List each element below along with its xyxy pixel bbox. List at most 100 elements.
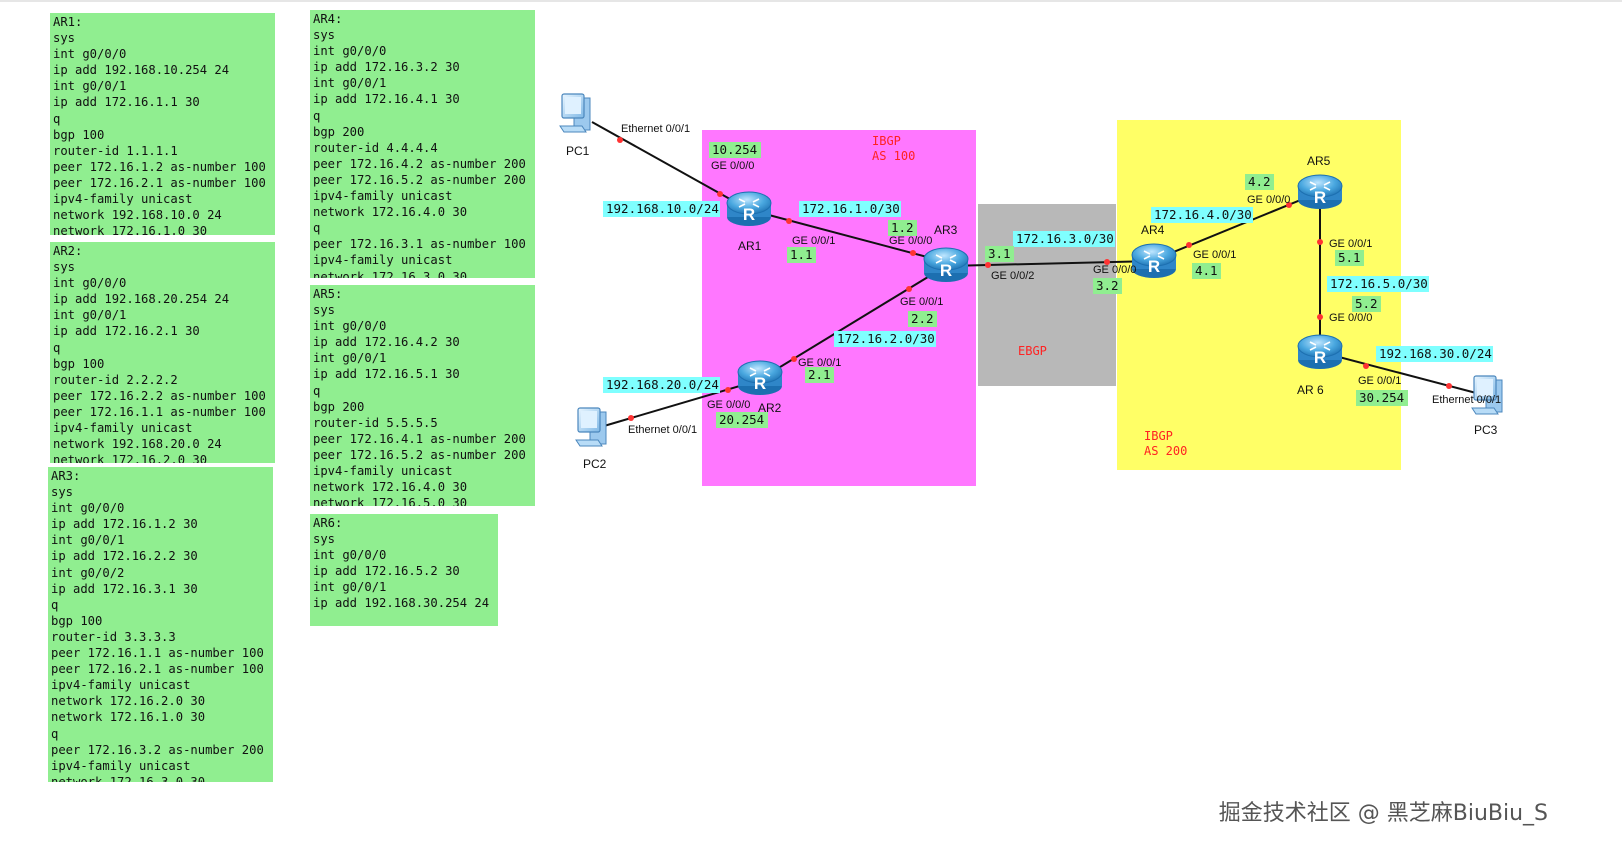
network-tag-172-16-3: 172.16.3.0/30 — [1013, 231, 1115, 247]
network-tag-text: 172.16.4.0/30 — [1154, 207, 1252, 222]
pc2-icon — [575, 407, 607, 447]
network-tag-172-16-1: 172.16.1.0/30 — [799, 201, 901, 217]
ar6-g1-label: GE 0/0/1 — [1358, 375, 1401, 387]
address-tag-text: 2.1 — [808, 367, 831, 382]
pc2-eth-label: Ethernet 0/0/1 — [628, 424, 697, 436]
port-ar3-g2 — [985, 262, 991, 268]
link-ar4-ar5 — [1153, 191, 1321, 261]
as100-zone-line1: IBGP — [872, 134, 901, 148]
network-tag-172-16-5: 172.16.5.0/30 — [1327, 276, 1429, 292]
pc1-icon — [559, 93, 591, 133]
config-note-ar3: AR3: sys int g0/0/0 ip add 172.16.1.2 30… — [48, 467, 273, 782]
network-tag-172-16-2: 172.16.2.0/30 — [834, 331, 936, 347]
port-ar6-g1 — [1363, 363, 1369, 369]
ar5-router-icon — [1297, 174, 1343, 210]
config-note-ar5: AR5: sys int g0/0/0 ip add 172.16.4.2 30… — [310, 285, 535, 506]
address-tag-text: 1.2 — [891, 220, 914, 235]
address-tag-ar5-g0: 4.2 — [1245, 174, 1274, 190]
network-tag-text: 192.168.20.0/24 — [606, 377, 719, 392]
port-ar3-g1 — [906, 286, 912, 292]
address-tag-text: 4.1 — [1195, 263, 1218, 278]
ar3-g0-label: GE 0/0/0 — [889, 235, 932, 247]
config-note-ar4: AR4: sys int g0/0/0 ip add 172.16.3.2 30… — [310, 10, 535, 278]
ar1-label: AR1 — [738, 239, 762, 253]
address-tag-ar3-g1: 2.2 — [908, 311, 937, 327]
config-note-ar2: AR2: sys int g0/0/0 ip add 192.168.20.25… — [50, 242, 275, 463]
network-tag-192-168-10: 192.168.10.0/24 — [603, 201, 720, 217]
ar2-router-icon — [737, 360, 783, 396]
network-tag-text: 172.16.1.0/30 — [802, 201, 900, 216]
as200-zone-label: IBGP AS 200 — [1144, 429, 1187, 458]
watermark: 掘金技术社区 @ 黑芝麻BiuBiu_S — [1218, 801, 1548, 826]
address-tag-ar6-g1: 30.254 — [1356, 390, 1408, 406]
network-tag-text: 172.16.5.0/30 — [1330, 276, 1428, 291]
pc2-label: PC2 — [583, 457, 607, 471]
ar1-g0-label: GE 0/0/0 — [711, 160, 754, 172]
ar6-router-icon — [1297, 334, 1343, 370]
pc1-eth-label: Ethernet 0/0/1 — [621, 123, 690, 135]
ar4-g1-label: GE 0/0/1 — [1193, 249, 1236, 261]
address-tag-text: 3.1 — [988, 246, 1011, 261]
port-ar2-g1 — [791, 356, 797, 362]
address-tag-ar6-g0: 5.2 — [1352, 296, 1381, 312]
address-tag-ar5-g1: 5.1 — [1335, 250, 1364, 266]
ar5-label: AR5 — [1307, 154, 1331, 168]
ar3-router-icon — [923, 247, 969, 283]
network-tag-text: 192.168.30.0/24 — [1379, 346, 1492, 361]
address-tag-text: 5.2 — [1355, 296, 1378, 311]
as100-zone — [702, 130, 976, 486]
ar3-g2-label: GE 0/0/2 — [991, 270, 1034, 282]
address-tag-ar2-g1: 2.1 — [805, 367, 834, 383]
address-tag-ar3-g2: 3.1 — [985, 246, 1014, 262]
port-pc2 — [628, 415, 634, 421]
config-note-ar1: AR1: sys int g0/0/0 ip add 192.168.10.25… — [50, 13, 275, 235]
address-tag-ar4-g1: 4.1 — [1192, 263, 1221, 279]
ar2-label: AR2 — [758, 401, 782, 415]
network-tag-text: 172.16.3.0/30 — [1016, 231, 1114, 246]
ar6-label: AR 6 — [1297, 383, 1324, 397]
address-tag-text: 20.254 — [719, 412, 764, 427]
network-tag-text: 172.16.2.0/30 — [837, 331, 935, 346]
ar1-g1-label: GE 0/0/1 — [792, 235, 835, 247]
ar5-g1-label: GE 0/0/1 — [1329, 238, 1372, 250]
port-ar1-g0 — [717, 191, 723, 197]
port-pc1 — [617, 137, 623, 143]
port-ar6-g0 — [1317, 314, 1323, 320]
ar4-router-icon — [1131, 243, 1177, 279]
pc3-label: PC3 — [1474, 423, 1498, 437]
ar5-g0-label: GE 0/0/0 — [1247, 194, 1290, 206]
port-ar4-g1 — [1186, 242, 1192, 248]
address-tag-text: 5.1 — [1338, 250, 1361, 265]
port-ar2-g0 — [725, 387, 731, 393]
network-tag-text: 192.168.10.0/24 — [606, 201, 719, 216]
ebgp-zone-label: EBGP — [1018, 344, 1047, 358]
top-divider — [0, 0, 1622, 2]
ar3-label: AR3 — [934, 223, 958, 237]
network-tag-192-168-30: 192.168.30.0/24 — [1376, 346, 1493, 362]
ar4-label: AR4 — [1141, 223, 1165, 237]
as100-zone-line2: AS 100 — [872, 149, 915, 163]
address-tag-ar3-g0: 1.2 — [888, 220, 917, 236]
as200-zone — [1117, 120, 1401, 470]
address-tag-text: 1.1 — [790, 247, 813, 262]
ar3-g1-label: GE 0/0/1 — [900, 296, 943, 308]
config-note-ar6: AR6: sys int g0/0/0 ip add 172.16.5.2 30… — [310, 514, 498, 626]
address-tag-text: 3.2 — [1096, 278, 1119, 293]
port-pc3 — [1446, 383, 1452, 389]
port-ar5-g0 — [1286, 202, 1292, 208]
as200-zone-line1: IBGP — [1144, 429, 1173, 443]
address-tag-ar4-g0: 3.2 — [1093, 278, 1122, 294]
ar2-g1-label: GE 0/0/1 — [798, 357, 841, 369]
ar1-router-icon — [726, 191, 772, 227]
address-tag-ar2-g0: 20.254 — [716, 412, 768, 428]
address-tag-text: 4.2 — [1248, 174, 1271, 189]
address-tag-text: 10.254 — [712, 142, 757, 157]
ar2-g0-label: GE 0/0/0 — [707, 399, 750, 411]
network-tag-192-168-20: 192.168.20.0/24 — [603, 377, 720, 393]
pc3-eth-label: Ethernet 0/0/1 — [1432, 394, 1501, 406]
port-ar3-g0 — [910, 250, 916, 256]
as200-zone-line2: AS 200 — [1144, 444, 1187, 458]
address-tag-text: 2.2 — [911, 311, 934, 326]
network-tag-172-16-4: 172.16.4.0/30 — [1151, 207, 1253, 223]
